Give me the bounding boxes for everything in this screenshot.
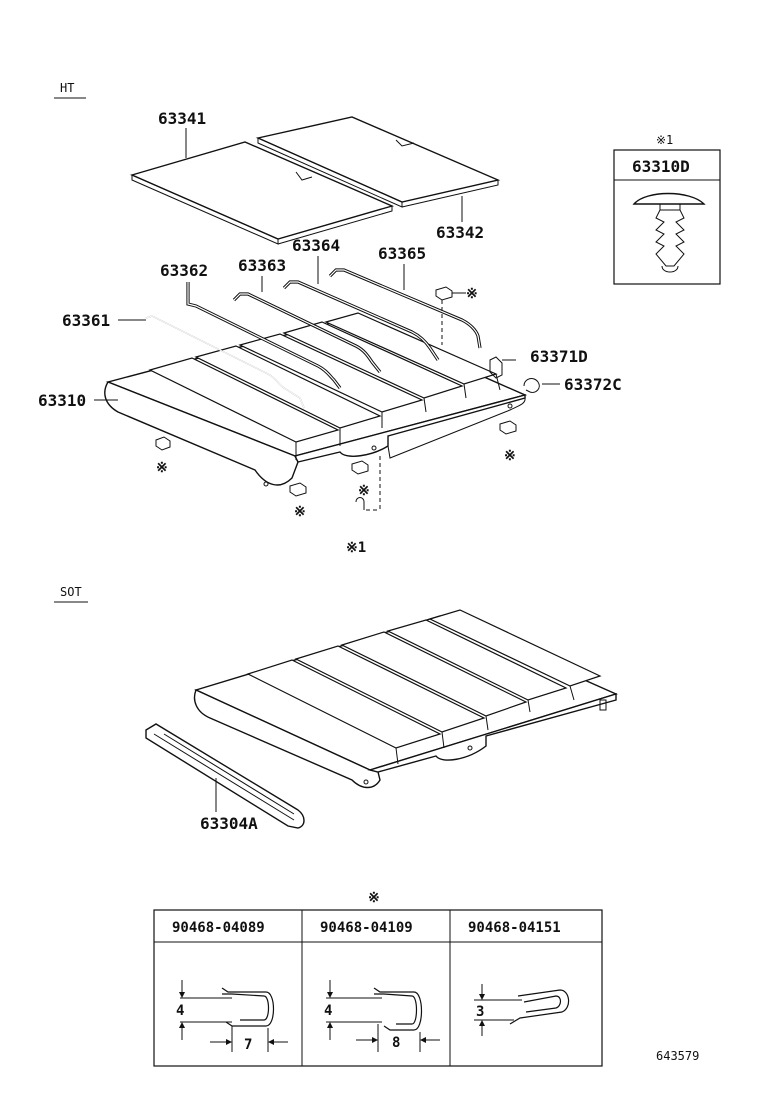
clip-front-center [351,456,381,511]
rail-63364 [282,280,440,361]
clip-front-left [289,482,307,497]
ref-label-1: ※1 [346,540,366,556]
part-label-63364: 63364 [292,236,340,255]
clip-dim-a-col3: 3 [476,1004,484,1020]
clip-left [155,436,171,451]
part-label-63372c: 63372C [564,375,622,394]
retainer-63371d [489,356,516,379]
panel-63342 [255,116,501,208]
part-label-63341: 63341 [158,109,206,128]
clip-dim-b-col2: 8 [392,1035,400,1051]
table-header-col3: 90468-04151 [468,920,561,936]
figure-id: 643579 [656,1049,699,1063]
rail-63365 [328,268,482,349]
inset-part-label: 63310D [632,157,690,176]
clip-drawing-col2 [326,980,440,1052]
clip-right [499,420,517,435]
clip-dim-a-col2: 4 [324,1003,332,1019]
clip-mark-right: ※ [504,448,516,464]
clip-mark-front-center: ※ [358,483,370,499]
table-symbol: ※ [368,890,380,906]
clip-drawing-col1 [179,980,288,1052]
clip-dim-a-col1: 4 [176,1003,184,1019]
section-label-ht: HT [60,81,74,95]
part-label-63310: 63310 [38,391,86,410]
part-label-63304a: 63304A [200,814,258,833]
inset-ref-mark: ※1 [656,133,673,147]
clip-table: 90468-04089 90468-04109 90468-04151 4 7 [153,909,603,1067]
part-label-63342: 63342 [436,223,484,242]
headliner-63310 [104,312,528,487]
table-header-col1: 90468-04089 [172,920,265,936]
table-header-col2: 90468-04109 [320,920,413,936]
part-label-63371d: 63371D [530,347,588,366]
part-label-63363: 63363 [238,256,286,275]
part-label-63365: 63365 [378,244,426,263]
clip-mark-upper: ※ [466,286,478,302]
part-label-63361: 63361 [62,311,110,330]
clip-drawing-col3 [474,984,570,1036]
part-label-63362: 63362 [160,261,208,280]
rail-63361 [145,315,305,409]
rail-63363 [232,292,382,373]
clip-63372c [523,378,560,393]
clip-dim-b-col1: 7 [244,1037,252,1053]
inset-63310d: ※1 63310D [613,133,721,285]
section-label-sot: SOT [60,585,82,599]
headliner-sot [193,609,618,789]
clip-mark-left: ※ [156,460,168,476]
trim-63304a [145,723,305,829]
clip-rear-upper [435,286,466,345]
clip-mark-front-left: ※ [294,504,306,520]
panel-63341 [129,141,395,245]
rail-63362 [186,282,342,389]
